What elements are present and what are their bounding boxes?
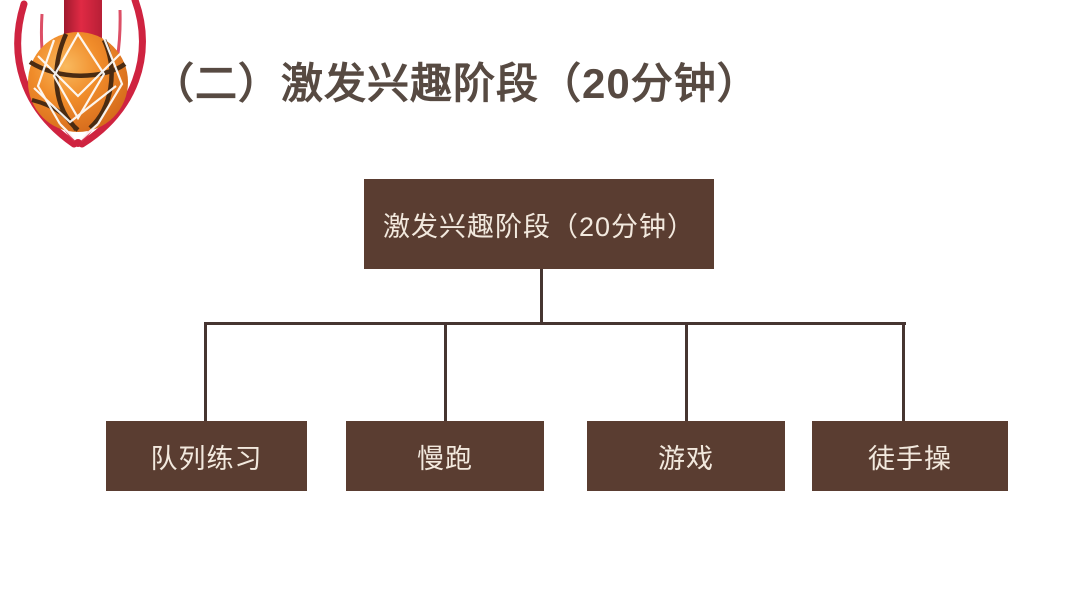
diagram-node-child-1: 队列练习: [106, 421, 307, 491]
basketball-net-icon: [8, 0, 148, 150]
page-title: （二）激发兴趣阶段（20分钟）: [152, 60, 760, 107]
connector-horizontal: [204, 322, 906, 325]
connector-drop-4: [902, 324, 905, 422]
connector-drop-3: [685, 324, 688, 422]
connector-drop-1: [204, 324, 207, 422]
diagram-node-child-2: 慢跑: [346, 421, 544, 491]
diagram-node-root: 激发兴趣阶段（20分钟）: [364, 179, 714, 269]
diagram-node-child-4: 徒手操: [812, 421, 1008, 491]
diagram-node-child-3: 游戏: [587, 421, 785, 491]
connector-root-stem: [540, 269, 543, 323]
connector-drop-2: [444, 324, 447, 422]
